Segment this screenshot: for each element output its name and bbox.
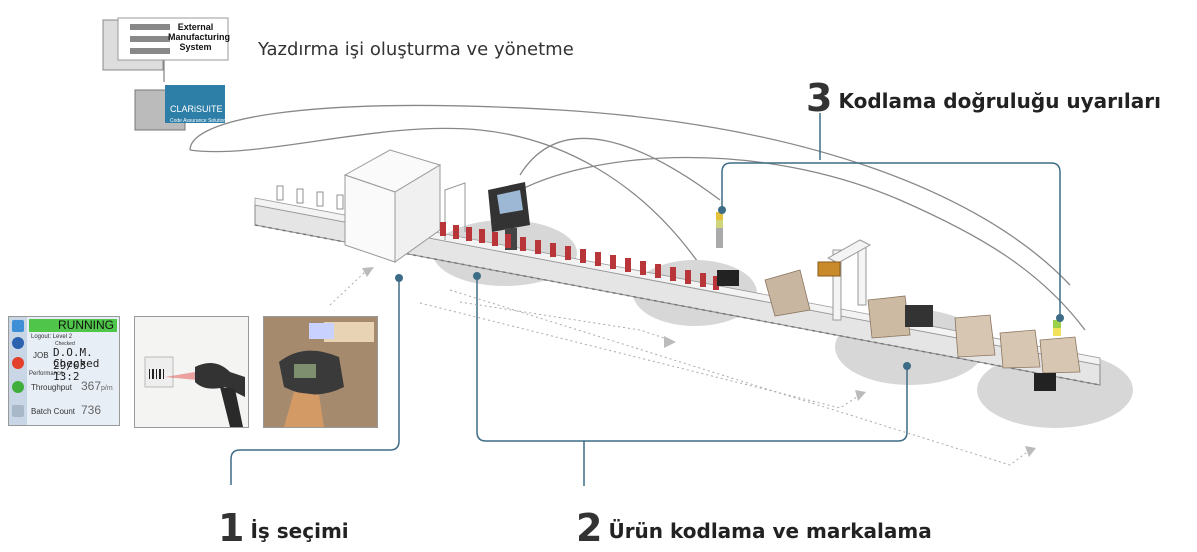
batch-count-value: 736 xyxy=(81,403,102,417)
mobile-scanner-icon xyxy=(264,317,377,427)
job-small-label: Checked xyxy=(55,341,75,347)
mobile-scanner-photo xyxy=(263,316,378,428)
job-label: JOB xyxy=(33,351,49,360)
step-1-number: 1 xyxy=(218,506,245,550)
home-icon[interactable] xyxy=(12,320,24,332)
system-caption: Yazdırma işi oluşturma ve yönetme xyxy=(258,39,574,60)
throughput-unit: p/m xyxy=(101,385,113,392)
hmi-screen: RUNNING Logout: Level 2 JOB Checked D.O.… xyxy=(8,316,120,426)
coded-bottles xyxy=(440,222,719,290)
database-icon xyxy=(134,85,225,131)
job-line-1: D.O.M. 29/03 xyxy=(53,346,93,372)
status-badge: RUNNING xyxy=(29,319,117,332)
alert-beacon-2 xyxy=(1034,320,1061,391)
batch-count-label: Batch Count xyxy=(31,407,76,416)
logout-link[interactable]: Logout: Level 2 xyxy=(31,334,73,340)
stop-icon[interactable] xyxy=(12,357,24,369)
step-3-number: 3 xyxy=(806,76,833,120)
performance-label: Performance xyxy=(29,371,64,377)
step-3-title: Kodlama doğruluğu uyarıları xyxy=(838,89,1161,113)
throughput-number: 367 xyxy=(81,379,102,393)
server-label: External Manufacturing System xyxy=(168,22,230,52)
step-1-title: İş seçimi xyxy=(250,519,349,543)
step-2-title: Ürün kodlama ve markalama xyxy=(608,519,932,543)
clarisuite-logo: CLARiSUITE Code Assurance Solution xyxy=(170,104,226,124)
barcode-scanner-photo xyxy=(134,316,249,428)
alert-beacon-1 xyxy=(716,212,739,286)
menu-icon[interactable] xyxy=(12,405,24,417)
clarisuite-tagline: Code Assurance Solution xyxy=(170,118,227,124)
info-icon[interactable] xyxy=(12,337,24,349)
callout-lines xyxy=(230,113,1061,486)
vision-tunnel xyxy=(343,149,466,263)
throughput-value: 367p/m xyxy=(81,379,113,393)
cartons xyxy=(764,269,1081,374)
throughput-label: Throughput xyxy=(31,383,72,392)
network-cables xyxy=(189,104,1086,331)
start-icon[interactable] xyxy=(12,381,24,393)
job-line-2: Checked 13:2 xyxy=(53,357,100,383)
empty-bottles xyxy=(276,185,344,210)
inkjet-printer xyxy=(488,182,530,250)
handheld-scanner-icon xyxy=(144,356,245,427)
clarisuite-name: CLARiSUITE xyxy=(170,104,223,114)
case-packer xyxy=(817,239,872,321)
server-icon xyxy=(102,17,229,71)
flow-arrows xyxy=(329,271,1031,466)
step-2-number: 2 xyxy=(576,506,603,550)
